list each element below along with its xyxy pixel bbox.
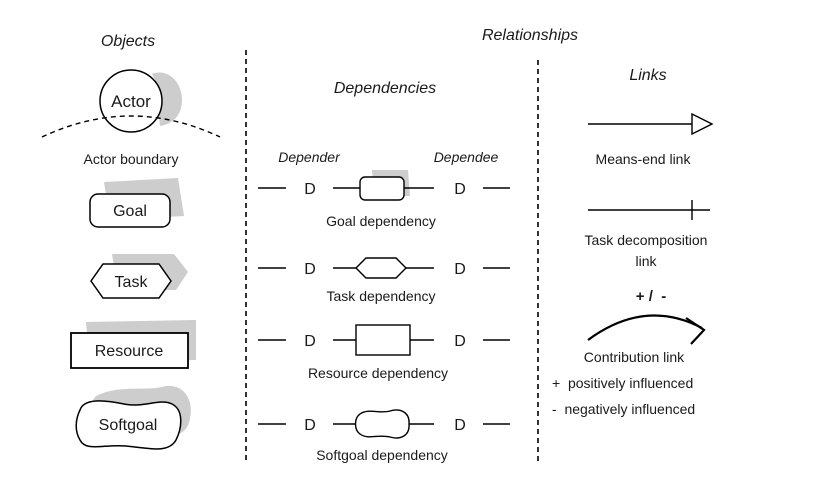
- negative-influence-label: - negatively influenced: [552, 401, 695, 417]
- goal-shape: [89, 193, 171, 228]
- task-symbol: Task: [90, 254, 188, 299]
- task-decomposition-label-2: link: [635, 253, 657, 269]
- resource-dependency-label: Resource dependency: [308, 365, 448, 381]
- dependee-d: D: [454, 417, 466, 434]
- contribution-label: Contribution link: [584, 349, 685, 365]
- resource-dependency: D D Resource dependency: [258, 324, 510, 381]
- softgoal-shape: [75, 400, 182, 450]
- depender-d: D: [304, 417, 316, 434]
- header-objects: Objects: [101, 33, 155, 50]
- dependee-label: Dependee: [434, 149, 499, 165]
- softgoal-symbol: Softgoal: [75, 385, 191, 450]
- means-end-arrowhead: [691, 112, 714, 136]
- depender-label: Depender: [278, 149, 341, 165]
- header-dependencies: Dependencies: [334, 80, 436, 97]
- contribution-arrowhead: [685, 317, 706, 345]
- means-end-label: Means-end link: [596, 151, 692, 167]
- resource-dependum: [355, 324, 411, 356]
- task-decomposition-label-1: Task decomposition: [585, 232, 708, 248]
- positive-influence-label: + positively influenced: [552, 375, 693, 391]
- dependee-d: D: [454, 261, 466, 278]
- goal-label: Goal: [113, 203, 147, 220]
- softgoal-dependency: D D Softgoal dependency: [258, 409, 510, 463]
- actor-symbol: Actor: [99, 69, 182, 133]
- softgoal-dependency-label: Softgoal dependency: [316, 447, 448, 463]
- resource-label: Resource: [95, 343, 164, 360]
- dependee-d: D: [454, 181, 466, 198]
- goal-dependency-label: Goal dependency: [326, 213, 436, 229]
- header-links: Links: [629, 67, 666, 84]
- contribution-link: + / - Contribution link + positively inf…: [552, 288, 706, 417]
- softgoal-dependum: [354, 409, 410, 439]
- dependee-d: D: [454, 333, 466, 350]
- task-dependency-label: Task dependency: [327, 288, 436, 304]
- softgoal-label: Softgoal: [99, 417, 158, 434]
- depender-d: D: [304, 333, 316, 350]
- task-decomposition-link: Task decomposition link: [585, 200, 710, 269]
- resource-shape: [70, 332, 189, 369]
- goal-dependency: D D Goal dependency: [258, 170, 510, 229]
- actor-label: Actor: [111, 92, 151, 111]
- contribution-curve: [587, 314, 703, 341]
- header-relationships: Relationships: [482, 27, 578, 44]
- goal-symbol: Goal: [89, 178, 184, 228]
- means-end-link: Means-end link: [588, 112, 714, 167]
- resource-symbol: Resource: [70, 320, 196, 369]
- task-label: Task: [115, 274, 149, 291]
- actor-boundary-line: [41, 115, 221, 138]
- actor-boundary-label: Actor boundary: [84, 151, 179, 167]
- task-dependum: [355, 257, 407, 279]
- contribution-signs: + / -: [636, 288, 666, 305]
- task-dependency: D D Task dependency: [258, 257, 510, 304]
- task-shape: [90, 263, 172, 299]
- depender-d: D: [304, 181, 316, 198]
- goal-dependum: [359, 176, 405, 201]
- depender-d: D: [304, 261, 316, 278]
